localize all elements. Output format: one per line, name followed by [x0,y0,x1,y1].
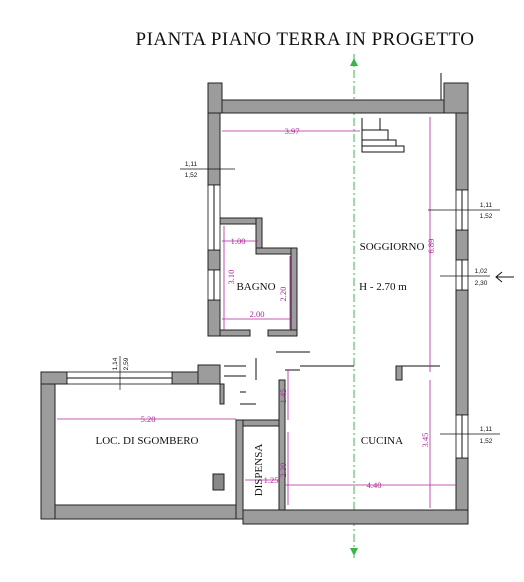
dim-230: 2.30 [278,463,288,478]
dim-145: 1.45 [278,389,288,404]
dimension-labels: 3.97 6.89 1.00 3.10 2.20 2.00 5.20 1.45 … [141,126,436,490]
dimension-lines [57,117,456,508]
window-tag-5-top: 1,11 [480,426,493,433]
dim-345: 3.45 [420,433,430,448]
dim-125: 1.25 [264,475,279,485]
room-height: H - 2.70 m [359,281,407,293]
windows [66,184,469,459]
room-bagno: BAGNO [236,281,275,293]
top-hatch-band [221,73,442,101]
room-cucina: CUCINA [361,435,403,447]
window-tag-2-bottom: 1,52 [480,213,493,220]
dim-440: 4.40 [367,480,382,490]
window-tag-4-bottom: 2,59 [123,357,130,370]
dim-520: 5.20 [141,414,156,424]
window-tag-3-bottom: 2,30 [475,280,488,287]
room-soggiorno: SOGGIORNO [360,241,425,253]
window-tag-1-bottom: 1,52 [185,172,198,179]
window-tags: 1,11 1,52 1,11 1,52 1,02 2,30 1,14 2,59 … [112,161,514,445]
dim-220: 2.20 [278,287,288,302]
window-tag-3-top: 1,02 [475,268,488,275]
room-dispensa: DISPENSA [253,444,265,497]
arrow-left-icon [495,271,514,283]
window-tag-1-top: 1,11 [185,161,198,168]
interior-lines [224,118,440,405]
section-line [350,54,358,560]
dim-200: 2.00 [250,309,265,319]
dim-689: 6.89 [426,239,436,254]
room-sgombero: LOC. DI SGOMBERO [96,435,199,447]
dim-100: 1.00 [231,236,246,246]
window-tag-2-top: 1,11 [480,202,493,209]
dim-397: 3.97 [285,126,300,136]
plan-title: PIANTA PIANO TERRA IN PROGETTO [136,29,475,50]
window-tag-4-top: 1,14 [112,357,119,370]
walls [40,82,469,525]
window-tag-5-bottom: 1,52 [480,438,493,445]
room-labels: SOGGIORNO H - 2.70 m BAGNO CUCINA LOC. D… [96,241,425,496]
dim-310: 3.10 [226,270,236,285]
